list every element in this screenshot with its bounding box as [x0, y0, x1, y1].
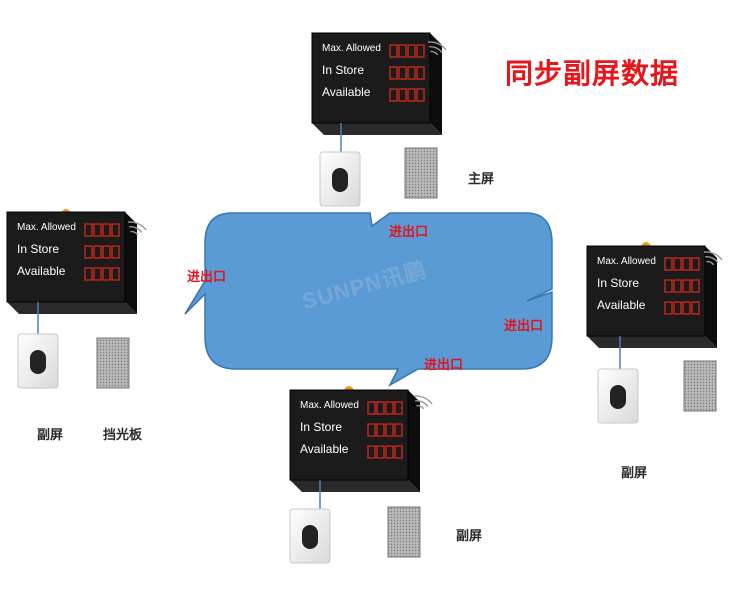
station-top	[311, 32, 447, 207]
gate-label-top: 进出口	[389, 225, 429, 240]
gate-label-right: 进出口	[504, 319, 544, 334]
parking-guidance-sign	[6, 211, 126, 303]
sign-bottom-max-allowed: Max. Allowed	[300, 400, 359, 411]
sign-bottom-in-store: In Store	[300, 420, 343, 434]
light-blocker-panel-icon	[387, 506, 421, 558]
vehicle-detector-icon	[597, 368, 639, 424]
sign-left-max-allowed: Max. Allowed	[17, 222, 76, 233]
gate-label-left: 进出口	[187, 270, 227, 285]
parking-lot-area	[184, 212, 553, 387]
light-blocker-panel-icon	[96, 337, 130, 389]
sign-right-available: Available	[597, 298, 646, 312]
station-left	[6, 209, 147, 389]
light-blocker-panel-icon	[683, 360, 717, 412]
vehicle-detector-icon	[319, 151, 361, 207]
role-label-top: 主屏	[468, 172, 495, 187]
sign-top-max-allowed: Max. Allowed	[322, 43, 381, 54]
sign-left-available: Available	[17, 264, 66, 278]
role-label-right: 副屏	[621, 466, 648, 481]
sign-right-max-allowed: Max. Allowed	[597, 256, 656, 267]
sign-top-available: Available	[322, 85, 371, 99]
blocker-label-left: 挡光板	[103, 428, 143, 443]
wireless-signal-icon	[703, 251, 723, 266]
wireless-signal-icon	[127, 221, 147, 236]
role-label-bottom: 副屏	[456, 529, 483, 544]
wireless-signal-icon	[413, 395, 433, 410]
role-label-left: 副屏	[37, 428, 64, 443]
sign-top-in-store: In Store	[322, 63, 365, 77]
light-blocker-panel-icon	[404, 147, 438, 199]
sign-right-in-store: In Store	[597, 276, 640, 290]
parking-guidance-sign	[586, 245, 706, 337]
diagram-title: 同步副屏数据	[505, 57, 680, 90]
sign-bottom-available: Available	[300, 442, 349, 456]
station-bottom	[289, 386, 433, 564]
gate-label-bottom: 进出口	[424, 358, 464, 373]
parking-guidance-sign	[289, 389, 409, 481]
parking-guidance-sign	[311, 32, 431, 124]
station-right	[586, 242, 723, 424]
wireless-signal-icon	[427, 41, 447, 56]
sign-left-in-store: In Store	[17, 242, 60, 256]
vehicle-detector-icon	[17, 333, 59, 389]
vehicle-detector-icon	[289, 508, 331, 564]
